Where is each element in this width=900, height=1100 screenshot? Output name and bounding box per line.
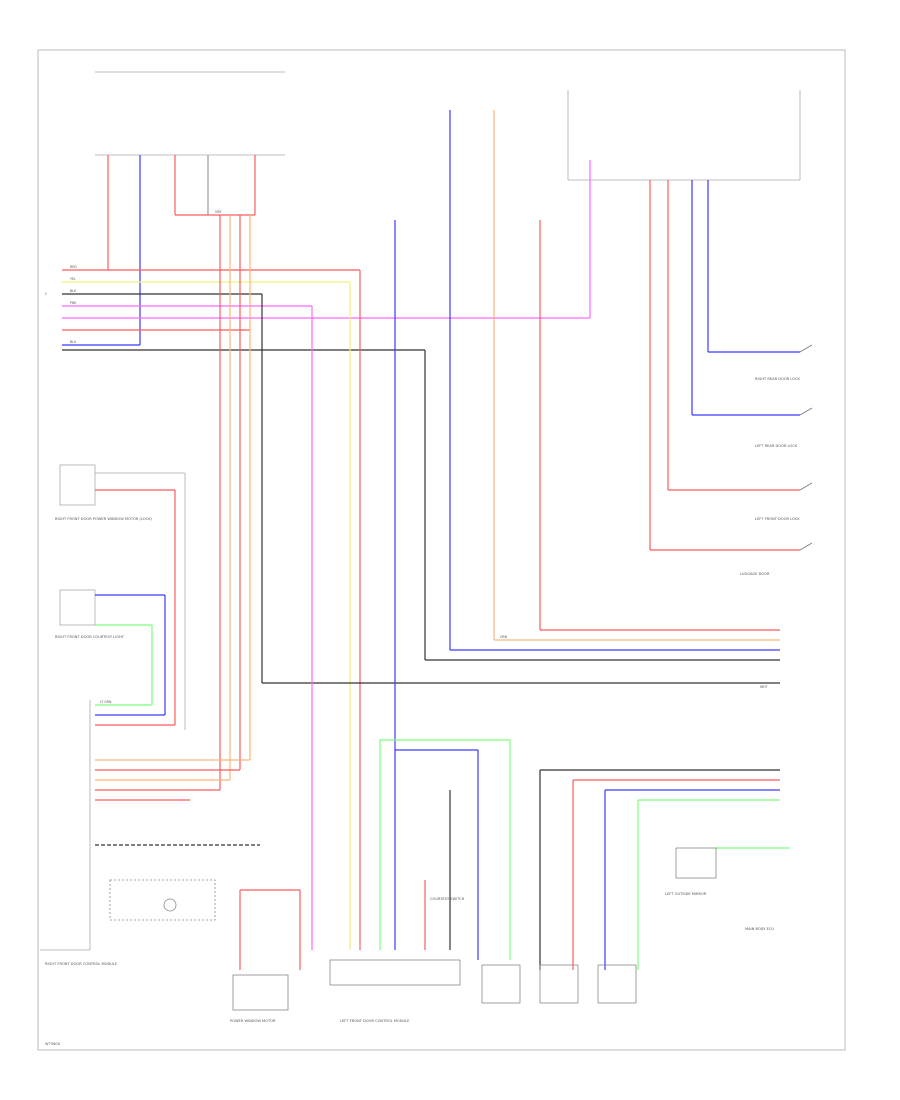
right-side-switches [799,344,813,551]
luggage-door-label: LUGGAGE DOOR [740,572,770,576]
right-front-door-module-label: RIGHT FRONT DOOR CONTROL MODULE [45,962,118,966]
left-outside-mirror-label: LEFT OUTSIDE MIRROR [665,892,707,896]
left-front-door-lock-label: LEFT FRONT DOOR LOCK [755,517,800,521]
bottom-components [109,847,717,1011]
fuse-box-top [95,71,801,181]
left-fuse-drops [107,155,256,345]
left-front-door-module-label: LEFT FRONT DOOR CONTROL MODULE [340,1019,410,1023]
courtesy-switch-label: COURTESY SWITCH [430,897,465,901]
wire-code-blue: BLU [70,340,77,344]
right-rear-door-label: RIGHT REAR DOOR LOCK [755,377,801,381]
right-front-door-lock-box [59,464,186,730]
wire-code-black: BLK [70,289,77,293]
main-harness-bundle [62,269,590,351]
left-rear-module-label: POWER WINDOW MOTOR [230,1019,276,1023]
wire-code-pink: PNK [70,301,77,305]
right-front-door-lock-label: RIGHT FRONT DOOR POWER WINDOW MOTOR (LOC… [55,517,152,521]
footer-code: W75600 [45,1042,61,1046]
wire-code-red: RED [70,265,77,269]
wire-code-yellow: YEL [70,277,76,281]
right-side-wires [649,180,800,551]
main-body-ecu-label: MAIN BODY ECU [745,927,774,931]
long-vertical-wires [219,160,780,950]
mid-top-drops [394,110,780,950]
right-front-door-courtesy-box [59,589,96,626]
bottom-center-wires [239,739,790,970]
left-rear-door-label: LEFT REAR DOOR LOCK [755,444,798,448]
right-front-door-courtesy-label: RIGHT FRONT DOOR COURTESY LIGHT [55,635,125,639]
diagram-frame [37,49,846,1051]
right-front-door-module-box [40,700,91,951]
connector-left-label: C [45,292,48,296]
wire-code-orange: ORN [500,635,508,639]
wire-code-white: WHT [760,685,768,689]
wire-code-light-green: LT GRN [100,700,112,704]
left-module-wires [95,489,260,846]
wire-code-grey: GRY [215,210,221,214]
